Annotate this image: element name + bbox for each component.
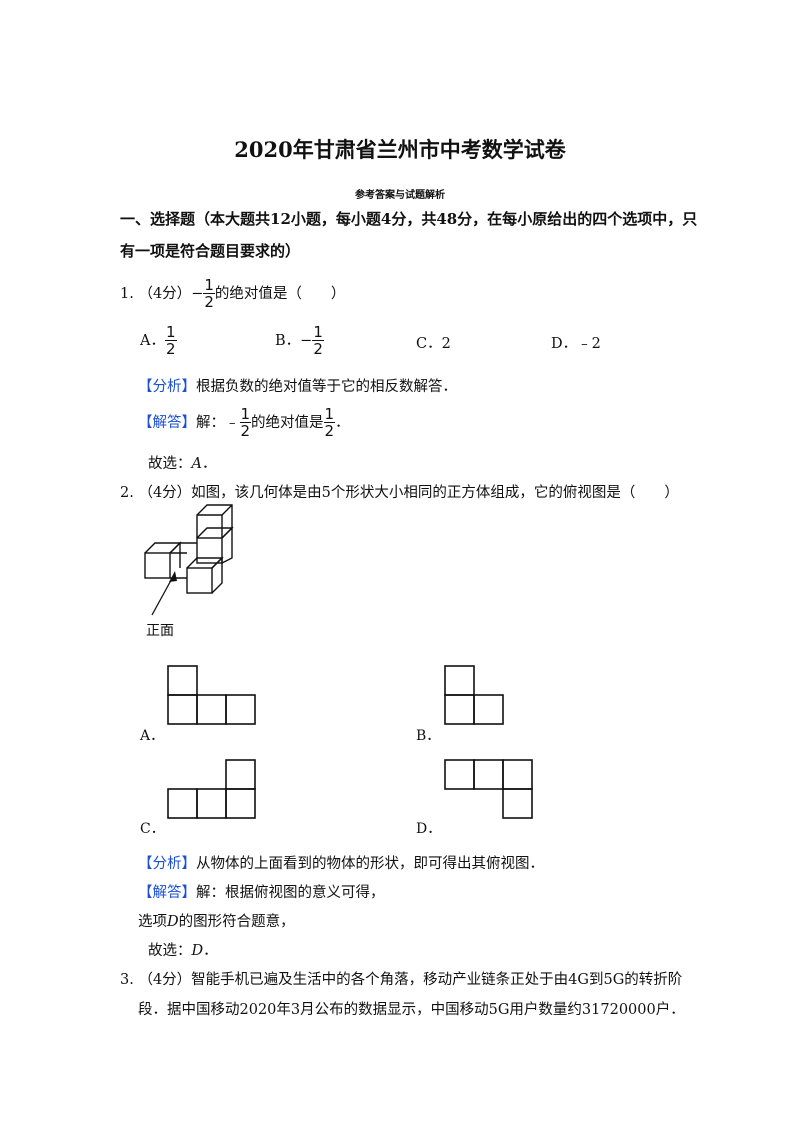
analysis-2: 【分析】从物体的上面看到的物体的形状，即可得出其俯视图． (138, 856, 544, 872)
option-d-label: D． (416, 821, 442, 837)
answer-tag: 【解答】 (138, 415, 196, 431)
option-b-figure (444, 665, 504, 725)
front-label: 正面 (146, 623, 174, 639)
option-b-label: B． (416, 728, 441, 744)
question-score: （4分） (138, 286, 192, 302)
page-subtitle: 参考答案与试题解析 (355, 190, 445, 201)
question-2-stem: 2. （4分）如图，该几何体是由5个形状大小相同的正方体组成，它的俯视图是（ ） (120, 485, 679, 501)
option-c: C．2 (416, 336, 451, 352)
page-title: 2020年甘肃省兰州市中考数学试卷 (234, 137, 566, 162)
section-heading-line1: 一、选择题（本大题共12小题，每小题4分，共48分，在每小原给出的四个选项中，只 (120, 210, 698, 228)
answer-2-line2: 选项D的图形符合题意， (138, 914, 295, 930)
option-a-figure (167, 665, 256, 725)
option-d-figure (444, 759, 533, 819)
question-3-stem-line2: 段．据中国移动2020年3月公布的数据显示，中国移动5G用户数量约3172000… (138, 1002, 685, 1018)
answer-tag: 【解答】 (138, 885, 196, 901)
question-3-stem: 3. （4分）智能手机已遍及生活中的各个角落，移动产业链条正处于由4G到5G的转… (120, 972, 683, 988)
option-c-label: C． (140, 821, 165, 837)
choice-2: 故选：D． (148, 943, 218, 959)
choice-1: 故选：A． (148, 456, 217, 472)
question-number: 1. (120, 286, 134, 302)
answer-2: 【解答】解：根据俯视图的意义可得， (138, 885, 385, 901)
option-c-figure (167, 759, 256, 819)
option-d: D．﹣2 (551, 336, 601, 352)
analysis-1: 【分析】根据负数的绝对值等于它的相反数解答． (138, 379, 457, 395)
arrow-head (169, 571, 177, 582)
analysis-tag: 【分析】 (138, 379, 196, 395)
question-text: 的绝对值是（ ） (214, 286, 346, 302)
analysis-tag: 【分析】 (138, 856, 196, 872)
cube-figure (144, 504, 234, 616)
option-a-label: A． (140, 728, 165, 744)
section-heading-line2: 有一项是符合题目要求的） (120, 242, 301, 260)
minus-sign: − (191, 286, 204, 302)
